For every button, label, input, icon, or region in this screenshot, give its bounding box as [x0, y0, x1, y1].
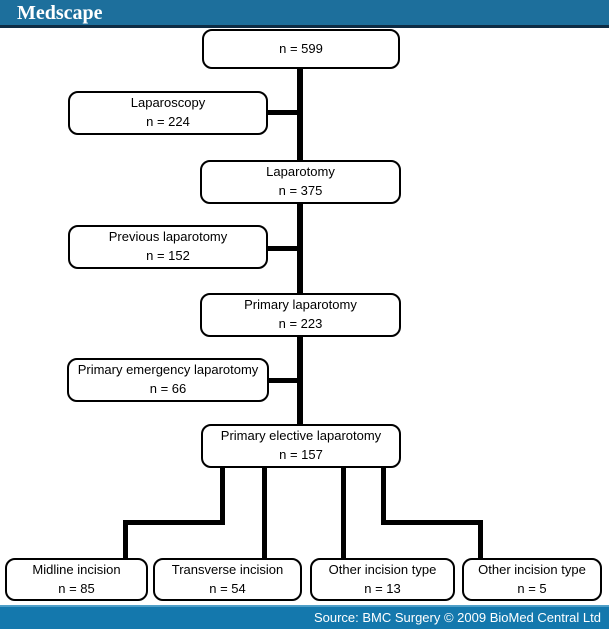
- flow-node-midline-incision: Midline incision n = 85: [5, 558, 148, 601]
- header-underline: [0, 25, 609, 28]
- node-count: n = 224: [146, 114, 190, 129]
- flow-node-other-incision-2: Other incision type n = 5: [462, 558, 602, 601]
- node-count: n = 5: [517, 580, 547, 596]
- node-label: Laparotomy: [266, 164, 335, 180]
- flow-node-laparoscopy: Laparoscopy n = 224: [68, 91, 268, 135]
- node-label: Previous laparotomy: [108, 229, 228, 245]
- connector-laparoscopy: [266, 110, 300, 115]
- node-label: Primary emergency laparotomy: [77, 362, 259, 378]
- flow-node-primary-elective: Primary elective laparotomy n = 157: [201, 424, 401, 468]
- connector-transverse-vertical: [262, 466, 267, 560]
- node-label: Primary elective laparotomy: [220, 428, 382, 444]
- connector-primary-emergency: [267, 378, 300, 383]
- connector-other2-vertical-2: [478, 520, 483, 560]
- connector-other2-vertical-1: [381, 466, 386, 525]
- source-credit: Source: BMC Surgery © 2009 BioMed Centra…: [313, 610, 601, 625]
- node-count: n = 85: [58, 580, 95, 596]
- connector-other1-vertical: [341, 466, 346, 560]
- node-label: Transverse incision: [171, 561, 284, 577]
- node-label: Other incision type: [328, 561, 437, 577]
- connector-midline-vertical-1: [220, 466, 225, 525]
- flow-node-laparotomy: Laparotomy n = 375: [200, 160, 401, 204]
- node-count: n = 54: [209, 580, 246, 596]
- flow-node-other-incision-1: Other incision type n = 13: [310, 558, 455, 601]
- node-label: Other incision type: [478, 561, 586, 577]
- flow-node-transverse-incision: Transverse incision n = 54: [153, 558, 302, 601]
- connector-previous-laparotomy: [266, 246, 300, 251]
- flow-node-primary-laparotomy: Primary laparotomy n = 223: [200, 293, 401, 337]
- flow-node-primary-emergency: Primary emergency laparotomy n = 66: [67, 358, 269, 402]
- node-count: n = 375: [278, 183, 323, 198]
- flow-node-total: n = 599: [202, 29, 400, 69]
- connector-midline-vertical-2: [123, 520, 128, 560]
- node-count: n = 157: [279, 447, 323, 462]
- node-label: Midline incision: [32, 561, 121, 577]
- node-count: n = 152: [146, 248, 190, 263]
- footer-bar: Source: BMC Surgery © 2009 BioMed Centra…: [0, 605, 609, 629]
- node-count: n = 223: [278, 316, 323, 331]
- node-count: n = 66: [149, 381, 187, 396]
- node-label: Laparoscopy: [130, 95, 206, 111]
- node-count: n = 599: [279, 40, 323, 56]
- flow-node-previous-laparotomy: Previous laparotomy n = 152: [68, 225, 268, 269]
- connector-midline-horizontal: [123, 520, 225, 525]
- connector-other2-horizontal: [381, 520, 483, 525]
- connector-main-spine: [297, 60, 303, 430]
- medscape-logo: Medscape: [17, 2, 103, 24]
- header-bar: Medscape: [0, 0, 609, 25]
- node-label: Primary laparotomy: [244, 297, 357, 313]
- node-count: n = 13: [364, 580, 401, 596]
